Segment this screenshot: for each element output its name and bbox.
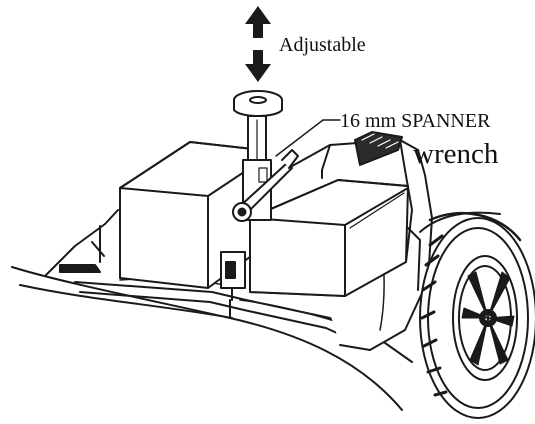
adjustable-arrow-icon (245, 6, 271, 82)
spanner-size-label: 16 mm SPANNER (340, 110, 491, 132)
adjustable-label: Adjustable (279, 34, 366, 56)
spanner-wrench-icon (232, 119, 341, 222)
rear-wheel-icon (419, 211, 535, 419)
wrench-label: wrench (413, 138, 499, 170)
battery-right (249, 179, 409, 297)
post-clamp (220, 251, 246, 301)
